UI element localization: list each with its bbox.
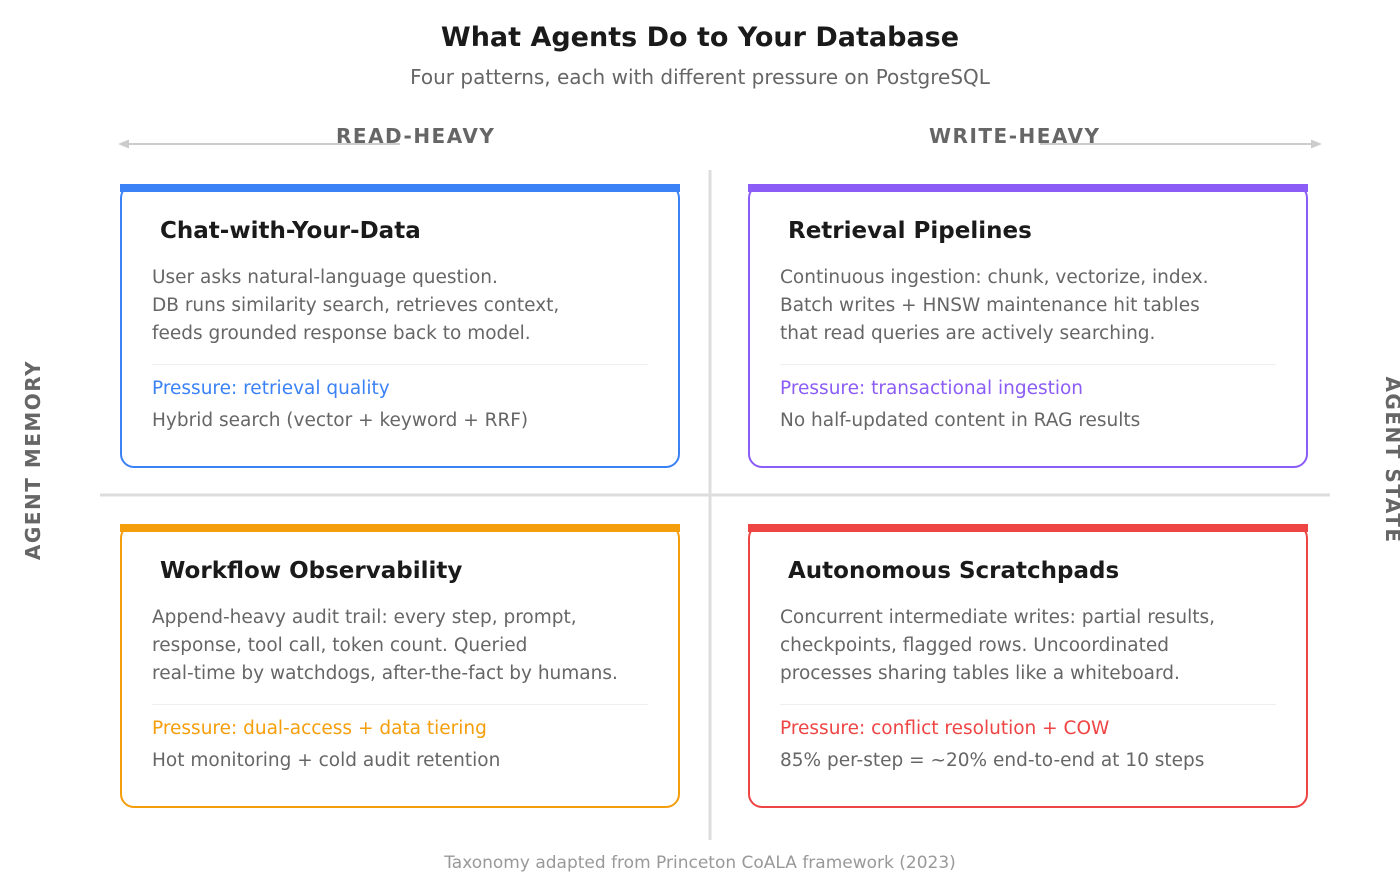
card-note: 85% per-step = ~20% end-to-end at 10 ste…: [780, 750, 1205, 771]
footer-credit: Taxonomy adapted from Princeton CoALA fr…: [444, 853, 956, 873]
axis-label-write-heavy: WRITE-HEAVY: [929, 124, 1101, 148]
card-description-line: feeds grounded response back to model.: [152, 323, 531, 344]
card-chat-with-your-data: Chat-with-Your-Data User asks natural-la…: [119, 183, 680, 468]
card-workflow-observability: Workflow Observability Append-heavy audi…: [119, 523, 680, 808]
card-title: Workflow Observability: [160, 558, 463, 584]
card-pressure: Pressure: conflict resolution + COW: [780, 718, 1110, 739]
page-subtitle: Four patterns, each with different press…: [410, 65, 990, 89]
card-description: Concurrent intermediate writes: partial …: [780, 604, 1215, 688]
card-note: Hybrid search (vector + keyword + RRF): [152, 410, 529, 431]
card-accent-bar: [747, 183, 1308, 192]
card-pressure: Pressure: transactional ingestion: [780, 378, 1084, 399]
write-heavy-arrowhead: [1311, 139, 1322, 149]
axis-label-agent-state: AGENT STATE: [1381, 376, 1400, 544]
card-description-line: DB runs similarity search, retrieves con…: [152, 295, 560, 316]
card-retrieval-pipelines: Retrieval Pipelines Continuous ingestion…: [747, 183, 1308, 468]
card-title: Autonomous Scratchpads: [788, 558, 1120, 584]
axis-label-agent-memory: AGENT MEMORY: [21, 359, 45, 561]
read-heavy-arrowhead: [118, 139, 129, 149]
card-description-line: Batch writes + HNSW maintenance hit tabl…: [780, 295, 1200, 316]
card-description-line: processes sharing tables like a whiteboa…: [780, 663, 1180, 684]
card-accent-bar: [747, 523, 1308, 532]
card-pressure: Pressure: retrieval quality: [152, 378, 390, 399]
card-description: User asks natural-language question. DB …: [152, 264, 559, 348]
card-description-line: Concurrent intermediate writes: partial …: [780, 607, 1216, 628]
card-description: Append-heavy audit trail: every step, pr…: [152, 604, 618, 688]
card-description-line: checkpoints, flagged rows. Uncoordinated: [780, 635, 1169, 656]
card-divider: [152, 704, 648, 705]
card-description-line: that read queries are actively searching…: [780, 323, 1156, 344]
card-note: No half-updated content in RAG results: [780, 410, 1141, 431]
card-title: Chat-with-Your-Data: [160, 218, 421, 244]
axis-label-read-heavy: READ-HEAVY: [336, 124, 496, 148]
card-autonomous-scratchpads: Autonomous Scratchpads Concurrent interm…: [747, 523, 1308, 808]
card-title: Retrieval Pipelines: [788, 218, 1032, 244]
card-divider: [152, 364, 648, 365]
card-description: Continuous ingestion: chunk, vectorize, …: [780, 264, 1209, 348]
card-note: Hot monitoring + cold audit retention: [152, 750, 501, 771]
card-description-line: Continuous ingestion: chunk, vectorize, …: [780, 267, 1209, 288]
card-description-line: User asks natural-language question.: [152, 267, 498, 288]
card-description-line: real-time by watchdogs, after-the-fact b…: [152, 663, 618, 684]
card-description-line: response, tool call, token count. Querie…: [152, 635, 528, 656]
card-description-line: Append-heavy audit trail: every step, pr…: [152, 607, 577, 628]
card-divider: [780, 364, 1276, 365]
card-divider: [780, 704, 1276, 705]
card-accent-bar: [119, 523, 680, 532]
card-pressure: Pressure: dual-access + data tiering: [152, 718, 487, 739]
card-accent-bar: [119, 183, 680, 192]
page-title: What Agents Do to Your Database: [440, 22, 960, 53]
